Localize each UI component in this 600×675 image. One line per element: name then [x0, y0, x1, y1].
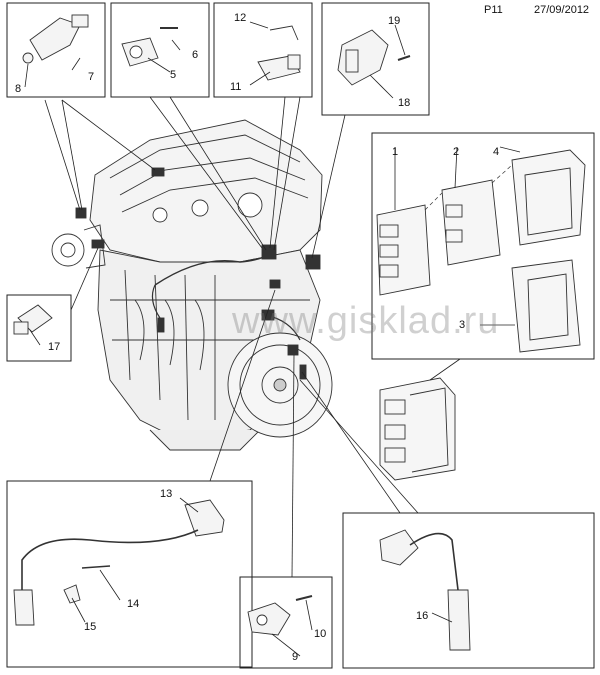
part-9-crank-sensor	[247, 595, 313, 636]
callout-labels: 1 2 3 4 5 6 7 8 9 10 11 12 13 14 15 16 1…	[15, 12, 499, 663]
part-7-camshaft-sensor	[22, 14, 89, 64]
callout-15: 15	[84, 621, 96, 633]
callout-3: 3	[459, 319, 465, 331]
callout-2: 2	[453, 146, 459, 158]
callout-14: 14	[127, 598, 139, 610]
callout-18: 18	[398, 97, 410, 109]
page-code: P11	[484, 4, 503, 16]
callout-8: 8	[15, 83, 21, 95]
detail-box-5-6	[110, 2, 210, 98]
watermark: www.gisklad.ru	[232, 300, 500, 342]
callout-11: 11	[230, 81, 241, 93]
ecu-dash-lines	[424, 164, 513, 211]
callout-16: 16	[416, 610, 428, 622]
callout-6: 6	[192, 49, 198, 61]
detail-box-11-12	[213, 2, 313, 98]
part-18-map-sensor	[337, 29, 411, 86]
ecu-exploded-view	[376, 149, 586, 481]
detail-box-ecu	[371, 132, 595, 360]
callout-1: 1	[392, 146, 398, 158]
detail-box-17	[6, 294, 72, 362]
callout-7: 7	[88, 71, 94, 83]
part-16-oxygen-sensor	[379, 529, 471, 651]
callout-19: 19	[388, 15, 400, 27]
detail-box-18-19	[321, 2, 430, 116]
detail-box-13-15	[6, 480, 253, 668]
detail-box-9-10	[239, 576, 333, 669]
part-17-knock-sensor	[13, 304, 53, 335]
detail-box-7-8	[6, 2, 106, 98]
leader-lines	[24, 21, 521, 657]
page-date: 27/09/2012	[534, 4, 590, 16]
part-11-connector	[257, 25, 301, 81]
callout-17: 17	[48, 341, 60, 353]
callout-13: 13	[160, 488, 172, 500]
callout-4: 4	[493, 146, 499, 158]
part-5-sensor-body	[121, 27, 178, 67]
callout-10: 10	[314, 628, 326, 640]
part-13-oxygen-sensor	[13, 499, 225, 626]
callout-12: 12	[234, 12, 246, 24]
callout-5: 5	[170, 69, 176, 81]
callout-9: 9	[292, 651, 298, 663]
detail-box-16	[342, 512, 595, 669]
engine-illustration	[51, 119, 333, 451]
